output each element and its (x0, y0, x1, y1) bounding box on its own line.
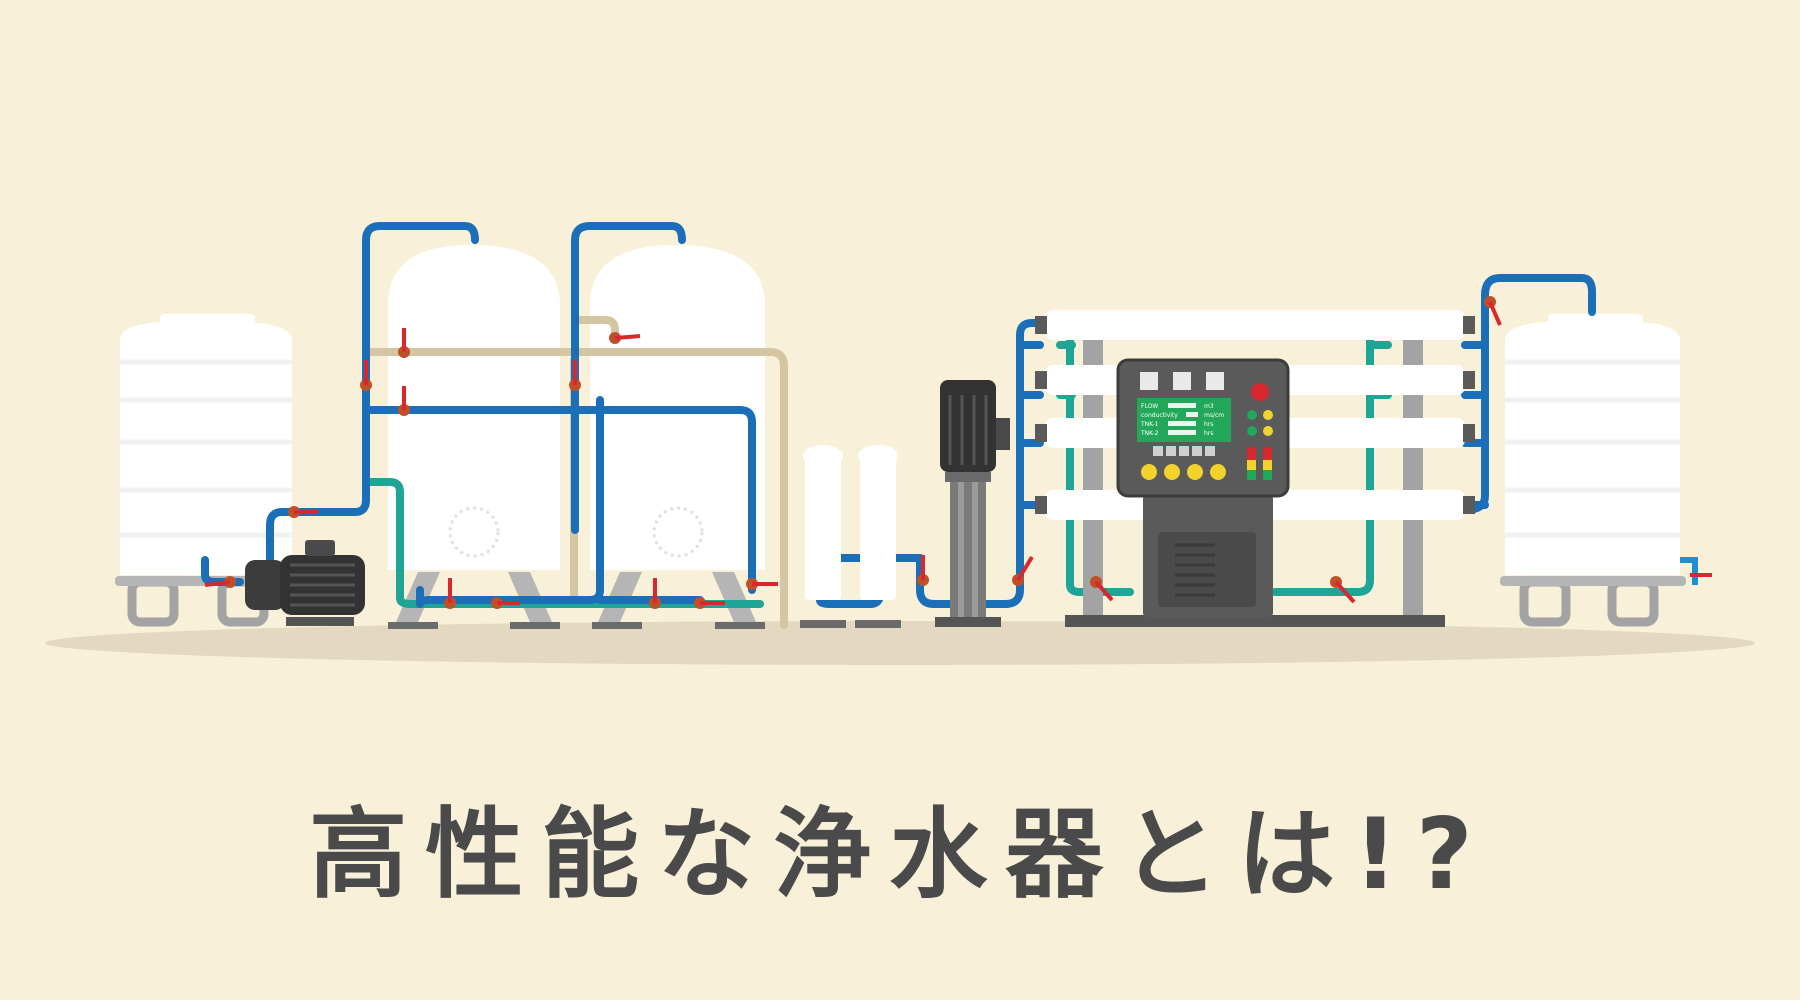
valve-icon (569, 360, 581, 391)
valve-icon (1484, 296, 1502, 326)
headline-title: 高性能な浄水器とは!? (309, 798, 1491, 912)
readout-label-tnk2: TNK-2 (1140, 430, 1159, 437)
valve-icon (1012, 555, 1034, 586)
panel-buttons (1153, 446, 1215, 456)
valve-icon (398, 386, 410, 416)
valve-icons (204, 296, 1502, 609)
valve-icon (609, 332, 641, 344)
valve-icon (746, 578, 778, 590)
panel-indicator-lights (1247, 410, 1273, 436)
ground-shadow (45, 621, 1755, 665)
valve-icon (1090, 576, 1114, 602)
panel-level-meters (1247, 447, 1272, 480)
panel-dial-knobs (1141, 464, 1226, 480)
filter-vessel-2-icon (590, 245, 765, 629)
readout-label-conductivity: conductivity (1141, 412, 1178, 419)
control-panel-icon: FLOW m3 conductivity ms/cm TNK-1 hrs TNK… (1116, 358, 1290, 498)
readout-label-flow: FLOW (1141, 403, 1158, 410)
vertical-pump-icon (935, 380, 1010, 627)
valve-icon (491, 597, 520, 609)
readout-unit-conductivity: ms/cm (1204, 412, 1224, 419)
valve-icon (288, 506, 318, 518)
readout-label-tnk1: TNK-1 (1140, 421, 1159, 428)
cartridge-filter-icon (800, 445, 901, 628)
readout-unit-tnk2: hrs (1204, 430, 1213, 437)
valve-icon (444, 578, 456, 609)
valve-icon (917, 555, 929, 586)
valve-icon (398, 328, 410, 358)
readout-unit-tnk1: hrs (1204, 421, 1213, 428)
right-water-tank-icon (1500, 314, 1712, 627)
valve-icon (360, 360, 372, 391)
valve-icon (694, 597, 725, 609)
panel-readout-rows: FLOW m3 conductivity ms/cm TNK-1 hrs TNK… (1140, 403, 1224, 437)
pump-motor-icon (245, 540, 365, 626)
filter-vessel-1-icon (388, 245, 560, 629)
blue-pipe-network (201, 222, 1596, 608)
valve-icon (1330, 576, 1356, 604)
readout-unit-flow: m3 (1204, 403, 1214, 410)
valve-icon (204, 576, 236, 588)
valve-icon (649, 578, 661, 609)
